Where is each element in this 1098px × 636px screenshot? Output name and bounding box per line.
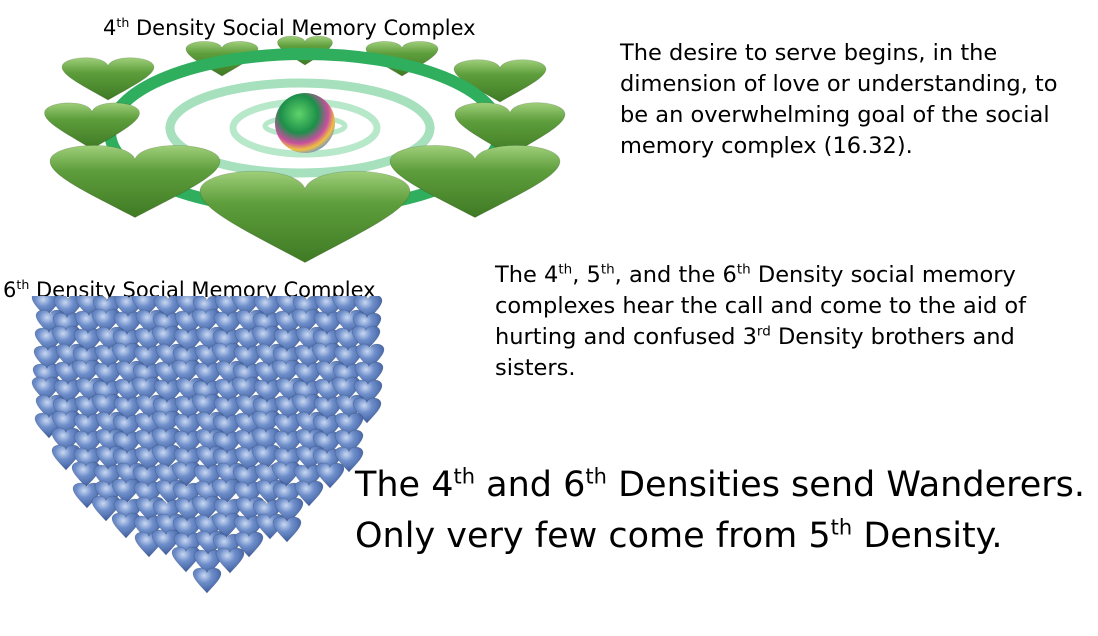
text: , and the 6 [614,262,737,288]
title-rest: Density Social Memory Complex [129,16,476,40]
title-num: 6 [3,278,17,302]
paragraph-hear-the-call: The 4th, 5th, and the 6th Density social… [495,260,1075,384]
sup: th [585,464,607,489]
text: Densities send Wanderers. [606,465,1086,505]
blue-heart [272,516,302,543]
green-heart [454,102,566,156]
text: Density brothers and sisters. [495,324,1015,381]
sup: th [600,261,615,278]
text: , 5 [572,262,601,288]
title-sup: th [16,277,30,292]
green-heart [44,102,140,150]
sup: th [558,261,573,278]
text: Density social memory complexes hear the… [495,262,1027,350]
blue-heart [352,312,382,339]
blue-heart [294,480,324,507]
blue-heart [334,429,364,456]
title-4th-density: 4th Density Social Memory Complex [103,16,476,40]
blue-heart [351,325,381,352]
blue-heart [215,547,245,574]
conclusion-line-1: The 4th and 6th Densities send Wanderers… [355,460,1085,511]
blue-heart [234,531,264,558]
blue-heart [353,379,383,406]
sup: rd [756,323,771,340]
text: The 4 [355,465,454,505]
title-num: 4 [103,16,117,40]
rainbow-sphere [275,93,335,153]
blue-heart [334,446,364,473]
title-sup: th [116,15,130,30]
conclusion-line-2: Only very few come from 5th Density. [355,511,1085,562]
sup: th [453,464,476,489]
text: The 4 [495,262,559,288]
sup: th [736,261,751,278]
green-heart [453,59,547,103]
green-heart [61,57,155,101]
conclusion-wanderers: The 4th and 6th Densities send Wanderers… [355,460,1085,562]
text: and 6 [475,465,586,505]
blue-heart [274,497,304,524]
text: Density. [852,516,1003,556]
blue-heart [334,412,364,439]
green-heart [49,145,221,218]
blue-heart [354,361,384,388]
6th-density-blue-heart [31,296,385,594]
blue-heart [355,343,385,370]
blue-heart [352,397,382,424]
green-heart [389,145,561,218]
paragraph-desire-to-serve: The desire to serve begins, in the dimen… [620,40,1058,159]
blue-heart [192,567,222,594]
middle-ring [165,78,435,178]
blue-heart [353,296,383,321]
text: Only very few come from 5 [355,516,831,556]
sup: th [830,515,853,540]
green-heart [199,170,411,263]
blue-heart [315,462,345,489]
